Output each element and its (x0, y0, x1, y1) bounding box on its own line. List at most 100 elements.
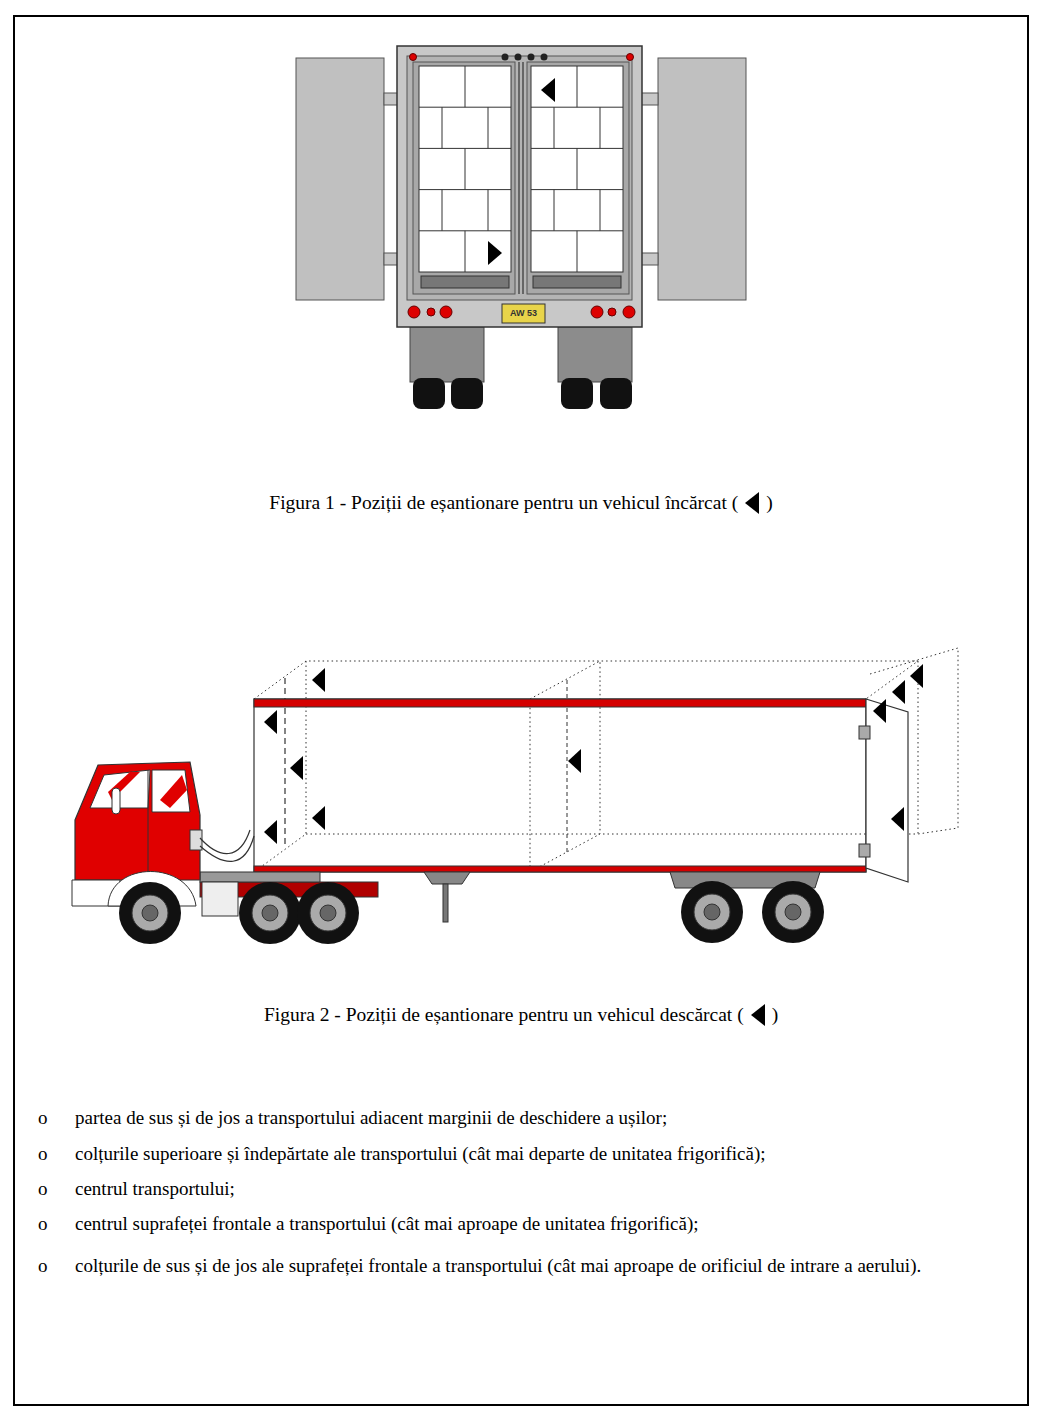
rear-view-truck-part (541, 54, 548, 61)
side-view-truck-part-part (310, 895, 346, 931)
rear-view-truck-part-part (442, 107, 443, 148)
rear-view-truck-part (421, 276, 509, 288)
page-border (14, 16, 1028, 1405)
rear-view-truck-part-part (419, 107, 511, 108)
side-view-truck-part (254, 699, 866, 707)
bullet-marker: o (38, 1255, 48, 1278)
side-view-truck-part (264, 664, 923, 844)
side-view-truck (72, 648, 958, 944)
caption-text: ) (766, 492, 773, 514)
side-view-truck-part-part (785, 904, 801, 920)
rear-view-truck-part (518, 62, 520, 294)
rear-view-truck-part (440, 306, 452, 318)
rear-view-truck-part (658, 58, 746, 300)
caption-text: Figura 1 - Poziții de eșantionare pentru… (269, 492, 738, 514)
side-view-truck-part-part (264, 710, 277, 734)
bullet-marker: o (38, 1107, 48, 1130)
side-view-truck-part-part (252, 895, 288, 931)
rear-view-truck-part (427, 308, 435, 316)
rear-view-truck-part (408, 306, 420, 318)
caption-text: ) (772, 1004, 779, 1026)
side-view-truck-part (112, 788, 120, 814)
bullet-text: partea de sus și de jos a transportului … (75, 1107, 1020, 1130)
side-view-truck-part (424, 872, 470, 884)
rear-view-truck-part (522, 62, 524, 294)
side-view-truck-part-part (891, 807, 904, 831)
rear-view-truck-part (397, 46, 642, 327)
rear-view-truck-part-part (488, 190, 489, 231)
side-view-truck-part-part (681, 881, 743, 943)
side-view-truck-part (254, 648, 958, 872)
side-view-truck-part-part (892, 680, 905, 704)
bullet-marker: o (38, 1213, 48, 1236)
rear-view-truck-part (419, 66, 511, 272)
bullet-marker: o (38, 1178, 48, 1201)
side-view-truck-part-part (320, 905, 336, 921)
side-view-truck-part-part (694, 894, 730, 930)
rear-view-truck-part (407, 56, 632, 300)
side-view-truck-part-part (312, 668, 325, 692)
rear-view-truck-part (623, 306, 635, 318)
side-view-truck-part (119, 881, 824, 944)
rear-view-truck-part (413, 62, 515, 294)
rear-view-truck-part (528, 54, 535, 61)
side-view-truck-part (148, 770, 149, 880)
rear-view-truck-part-part (577, 148, 578, 189)
rear-view-truck-part (608, 308, 616, 316)
side-view-truck-part-part (262, 905, 278, 921)
figure-caption: Figura 1 - Poziții de eșantionare pentru… (14, 491, 1028, 515)
side-view-truck-part-part (254, 661, 306, 872)
rear-view-truck-part (627, 54, 634, 61)
rear-view-truck-part-part (531, 189, 623, 190)
rear-view-truck-part (451, 378, 483, 409)
side-view-truck-part-part (568, 749, 581, 773)
bullet-marker: o (38, 1143, 48, 1166)
side-view-truck-part (254, 699, 866, 872)
rear-view-truck-part-part (554, 107, 555, 148)
rear-view-truck-part (502, 304, 545, 323)
rear-view-truck-part-part (488, 107, 489, 148)
rear-view-truck-part (591, 306, 603, 318)
bullet-text: centrul suprafeței frontale a transportu… (75, 1213, 1020, 1236)
side-view-truck-part (866, 699, 908, 882)
rear-view-truck (296, 46, 746, 409)
rear-view-truck-part (502, 54, 509, 61)
rear-view-truck-part (561, 378, 593, 409)
side-view-truck-part-part (142, 905, 158, 921)
rear-view-truck-part (600, 378, 632, 409)
rear-view-truck-part-part (465, 148, 466, 189)
side-view-truck-part (859, 726, 870, 739)
rear-view-truck-part (419, 66, 623, 272)
rear-view-truck-part (533, 276, 621, 288)
rear-view-truck-part (515, 54, 522, 61)
side-view-truck-part (152, 770, 190, 812)
side-view-truck-part-part (704, 904, 720, 920)
side-view-truck-part-part (239, 882, 301, 944)
side-view-truck-part-part (119, 882, 181, 944)
side-view-truck-part-part (290, 756, 303, 780)
license-plate: AW 53 (502, 308, 545, 319)
side-view-truck-part-part (910, 664, 923, 688)
rear-view-truck-part-part (600, 190, 601, 231)
side-view-truck-part (75, 762, 200, 880)
side-view-truck-part-part (264, 820, 277, 844)
rear-view-truck-part-part (465, 231, 466, 272)
side-view-truck-part (443, 884, 448, 922)
bullet-text: centrul transportului; (75, 1178, 1020, 1201)
bullet-text: colțurile de sus și de jos ale suprafețe… (75, 1255, 1020, 1278)
figure-caption: Figura 2 - Poziții de eșantionare pentru… (14, 1003, 1028, 1027)
rear-view-truck-part (410, 54, 417, 61)
rear-view-truck-part (527, 62, 629, 294)
rear-view-truck-part (488, 241, 502, 265)
side-view-truck-part (859, 844, 870, 857)
side-view-truck-part-part (132, 895, 168, 931)
rear-view-truck-part (410, 327, 484, 382)
side-view-truck-part (200, 836, 254, 861)
side-view-truck-part (202, 882, 238, 916)
side-view-truck-part-part (762, 881, 824, 943)
bullet-text: colțurile superioare și îndepărtate ale … (75, 1143, 1020, 1166)
rear-view-truck-part (531, 66, 623, 272)
side-view-truck-part-part (254, 661, 918, 699)
side-view-truck-part-part (312, 806, 325, 830)
